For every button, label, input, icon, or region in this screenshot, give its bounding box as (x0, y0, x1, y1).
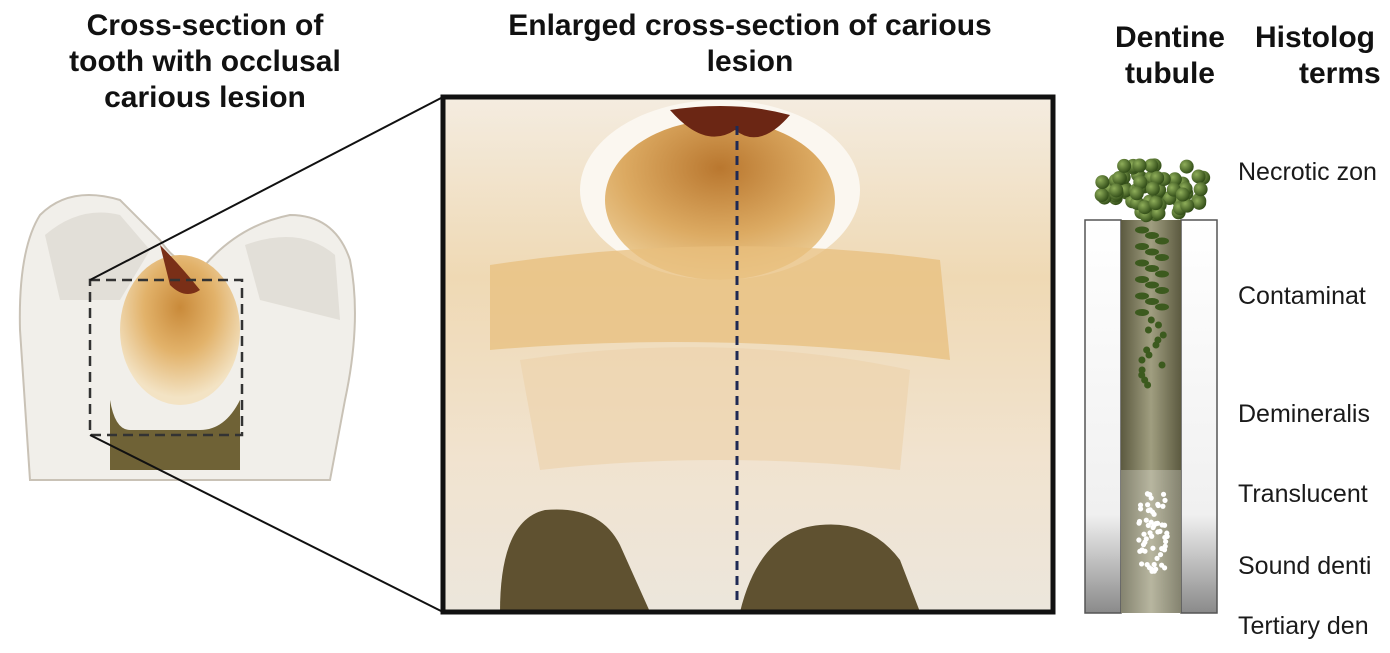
mineral-crystal (1161, 492, 1166, 497)
term-tertiary-dentine: Tertiary den (1238, 612, 1369, 641)
bacterium-rod (1135, 243, 1149, 250)
bacterium (1095, 188, 1109, 202)
mineral-crystal (1144, 518, 1149, 523)
term-necrotic-zone: Necrotic zon (1238, 158, 1377, 187)
bacterium (1159, 362, 1166, 369)
mineral-crystal (1147, 565, 1152, 570)
bacterium (1095, 175, 1109, 189)
bacterium (1112, 171, 1126, 185)
enlarged-lesion-image (443, 97, 1053, 612)
mineral-crystal (1159, 546, 1164, 551)
mineral-crystal (1144, 536, 1149, 541)
mineral-crystal (1162, 565, 1167, 570)
term-contaminated-zone: Contaminat (1238, 282, 1366, 311)
bacterium (1176, 188, 1190, 202)
mineral-crystal (1153, 521, 1158, 526)
bacterium (1149, 196, 1163, 210)
bacterium (1192, 169, 1206, 183)
bacterium (1145, 327, 1152, 334)
mineral-crystal (1163, 539, 1168, 544)
bacterium (1130, 186, 1144, 200)
mineral-crystal (1149, 534, 1154, 539)
mineral-crystal (1159, 522, 1164, 527)
bacterium-rod (1145, 249, 1159, 256)
bacterium-rod (1155, 271, 1169, 278)
mineral-crystal (1152, 562, 1157, 567)
mineral-crystal (1141, 532, 1146, 537)
bacterium-rod (1145, 298, 1159, 305)
bacterium (1148, 317, 1155, 324)
dentine-tubule-illustration (1085, 158, 1217, 613)
mineral-crystal (1162, 498, 1167, 503)
mineral-crystal (1156, 503, 1161, 508)
bacterium-rod (1145, 282, 1159, 289)
bacterium (1109, 183, 1123, 197)
term-translucent-zone: Translucent (1238, 480, 1368, 509)
bacterium-rod (1135, 293, 1149, 300)
bacterium-rod (1155, 304, 1169, 311)
bacterium-rod (1135, 309, 1149, 316)
mineral-crystal (1136, 521, 1141, 526)
bacterium-rod (1155, 238, 1169, 245)
bacterium (1155, 322, 1162, 329)
mineral-crystal (1160, 504, 1165, 509)
mineral-crystal (1145, 502, 1150, 507)
mineral-crystal (1152, 512, 1157, 517)
bacterium (1138, 357, 1145, 364)
bacterium (1194, 182, 1208, 196)
bacterium-rod (1145, 265, 1159, 272)
mineral-crystal (1138, 506, 1143, 511)
mineral-crystal (1146, 523, 1151, 528)
bacterium-rod (1145, 232, 1159, 239)
tooth-cross-section (20, 195, 355, 480)
mineral-crystal (1136, 537, 1141, 542)
bacterium-rod (1135, 227, 1149, 234)
bacterium (1145, 352, 1152, 359)
mineral-crystal (1146, 508, 1151, 513)
bacterium (1146, 182, 1160, 196)
bacterium (1180, 160, 1194, 174)
bacterium-rod (1155, 287, 1169, 294)
tubule-wall-right (1181, 220, 1217, 613)
bacterium-rod (1135, 260, 1149, 267)
mineral-crystal (1147, 492, 1152, 497)
mineral-crystal (1153, 567, 1158, 572)
bacterium (1160, 332, 1167, 339)
mineral-crystal (1150, 546, 1155, 551)
bacterium (1152, 342, 1159, 349)
bacterium (1117, 159, 1131, 173)
bacterium (1192, 196, 1206, 210)
bacterium (1144, 382, 1151, 389)
bacterium (1133, 158, 1147, 172)
term-demineralised-zone: Demineralis (1238, 400, 1370, 429)
term-sound-dentine: Sound denti (1238, 552, 1371, 581)
mineral-crystal (1139, 547, 1144, 552)
mineral-crystal (1158, 552, 1163, 557)
tubule-wall-left (1085, 220, 1121, 613)
mineral-crystal (1139, 561, 1144, 566)
mineral-crystal (1157, 529, 1162, 534)
bacterium-rod (1135, 276, 1149, 283)
bacterium-rod (1155, 254, 1169, 261)
